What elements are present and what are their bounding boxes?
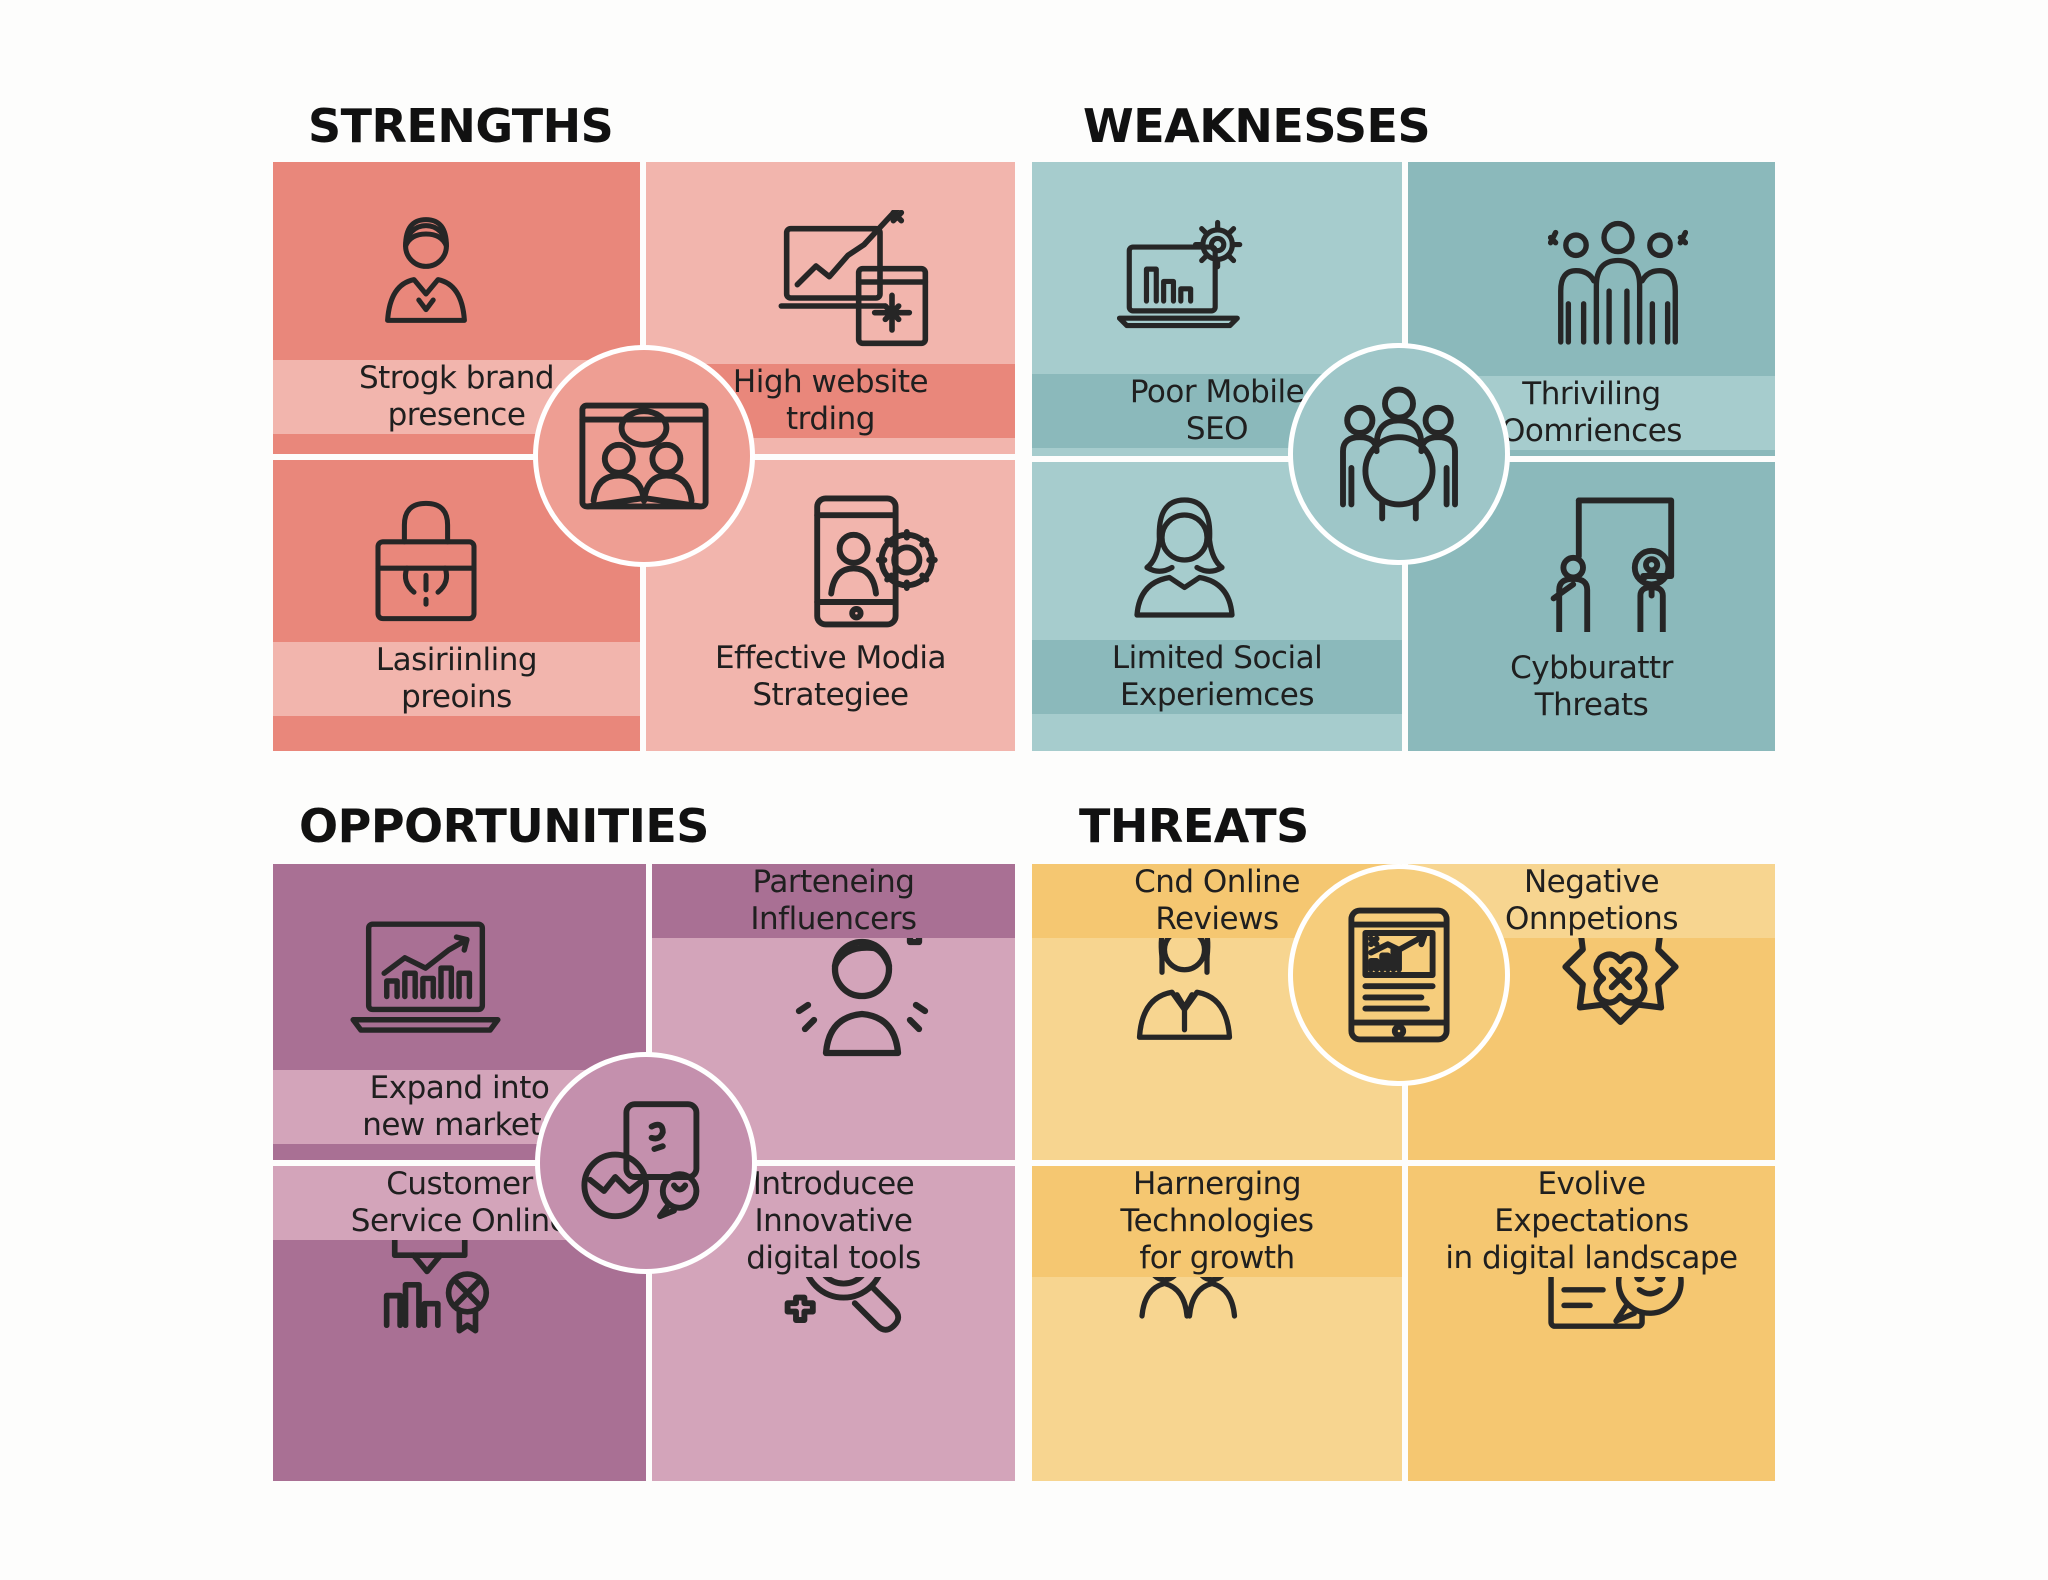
opportunities-heading: OPPORTUNITIES [299, 799, 709, 853]
strengths-center [533, 345, 755, 567]
website-trend-icon [776, 210, 936, 350]
team-icon [1548, 214, 1688, 349]
opportunities-center [535, 1052, 757, 1274]
tablet-chart-icon [1329, 905, 1469, 1045]
influencer-icon [787, 909, 937, 1059]
shopping-bag-icon [366, 496, 486, 626]
strengths-heading: STRENGTHS [308, 99, 614, 153]
globe-chat-icon [576, 1093, 716, 1233]
puzzle-icon [1548, 906, 1693, 1051]
person-icon [366, 210, 486, 330]
threats-heading: THREATS [1079, 799, 1309, 853]
laptop-gear-icon [1117, 214, 1252, 339]
woman-icon [1122, 490, 1247, 620]
group-icon [1329, 384, 1469, 524]
video-call-icon [574, 386, 714, 526]
presenter-icon [1548, 492, 1688, 632]
threats-center [1288, 864, 1510, 1086]
laptop-chart-icon [348, 916, 503, 1046]
mobile-media-icon [806, 490, 946, 630]
weaknesses-heading: WEAKNESSES [1083, 99, 1431, 153]
weaknesses-center [1288, 343, 1510, 565]
